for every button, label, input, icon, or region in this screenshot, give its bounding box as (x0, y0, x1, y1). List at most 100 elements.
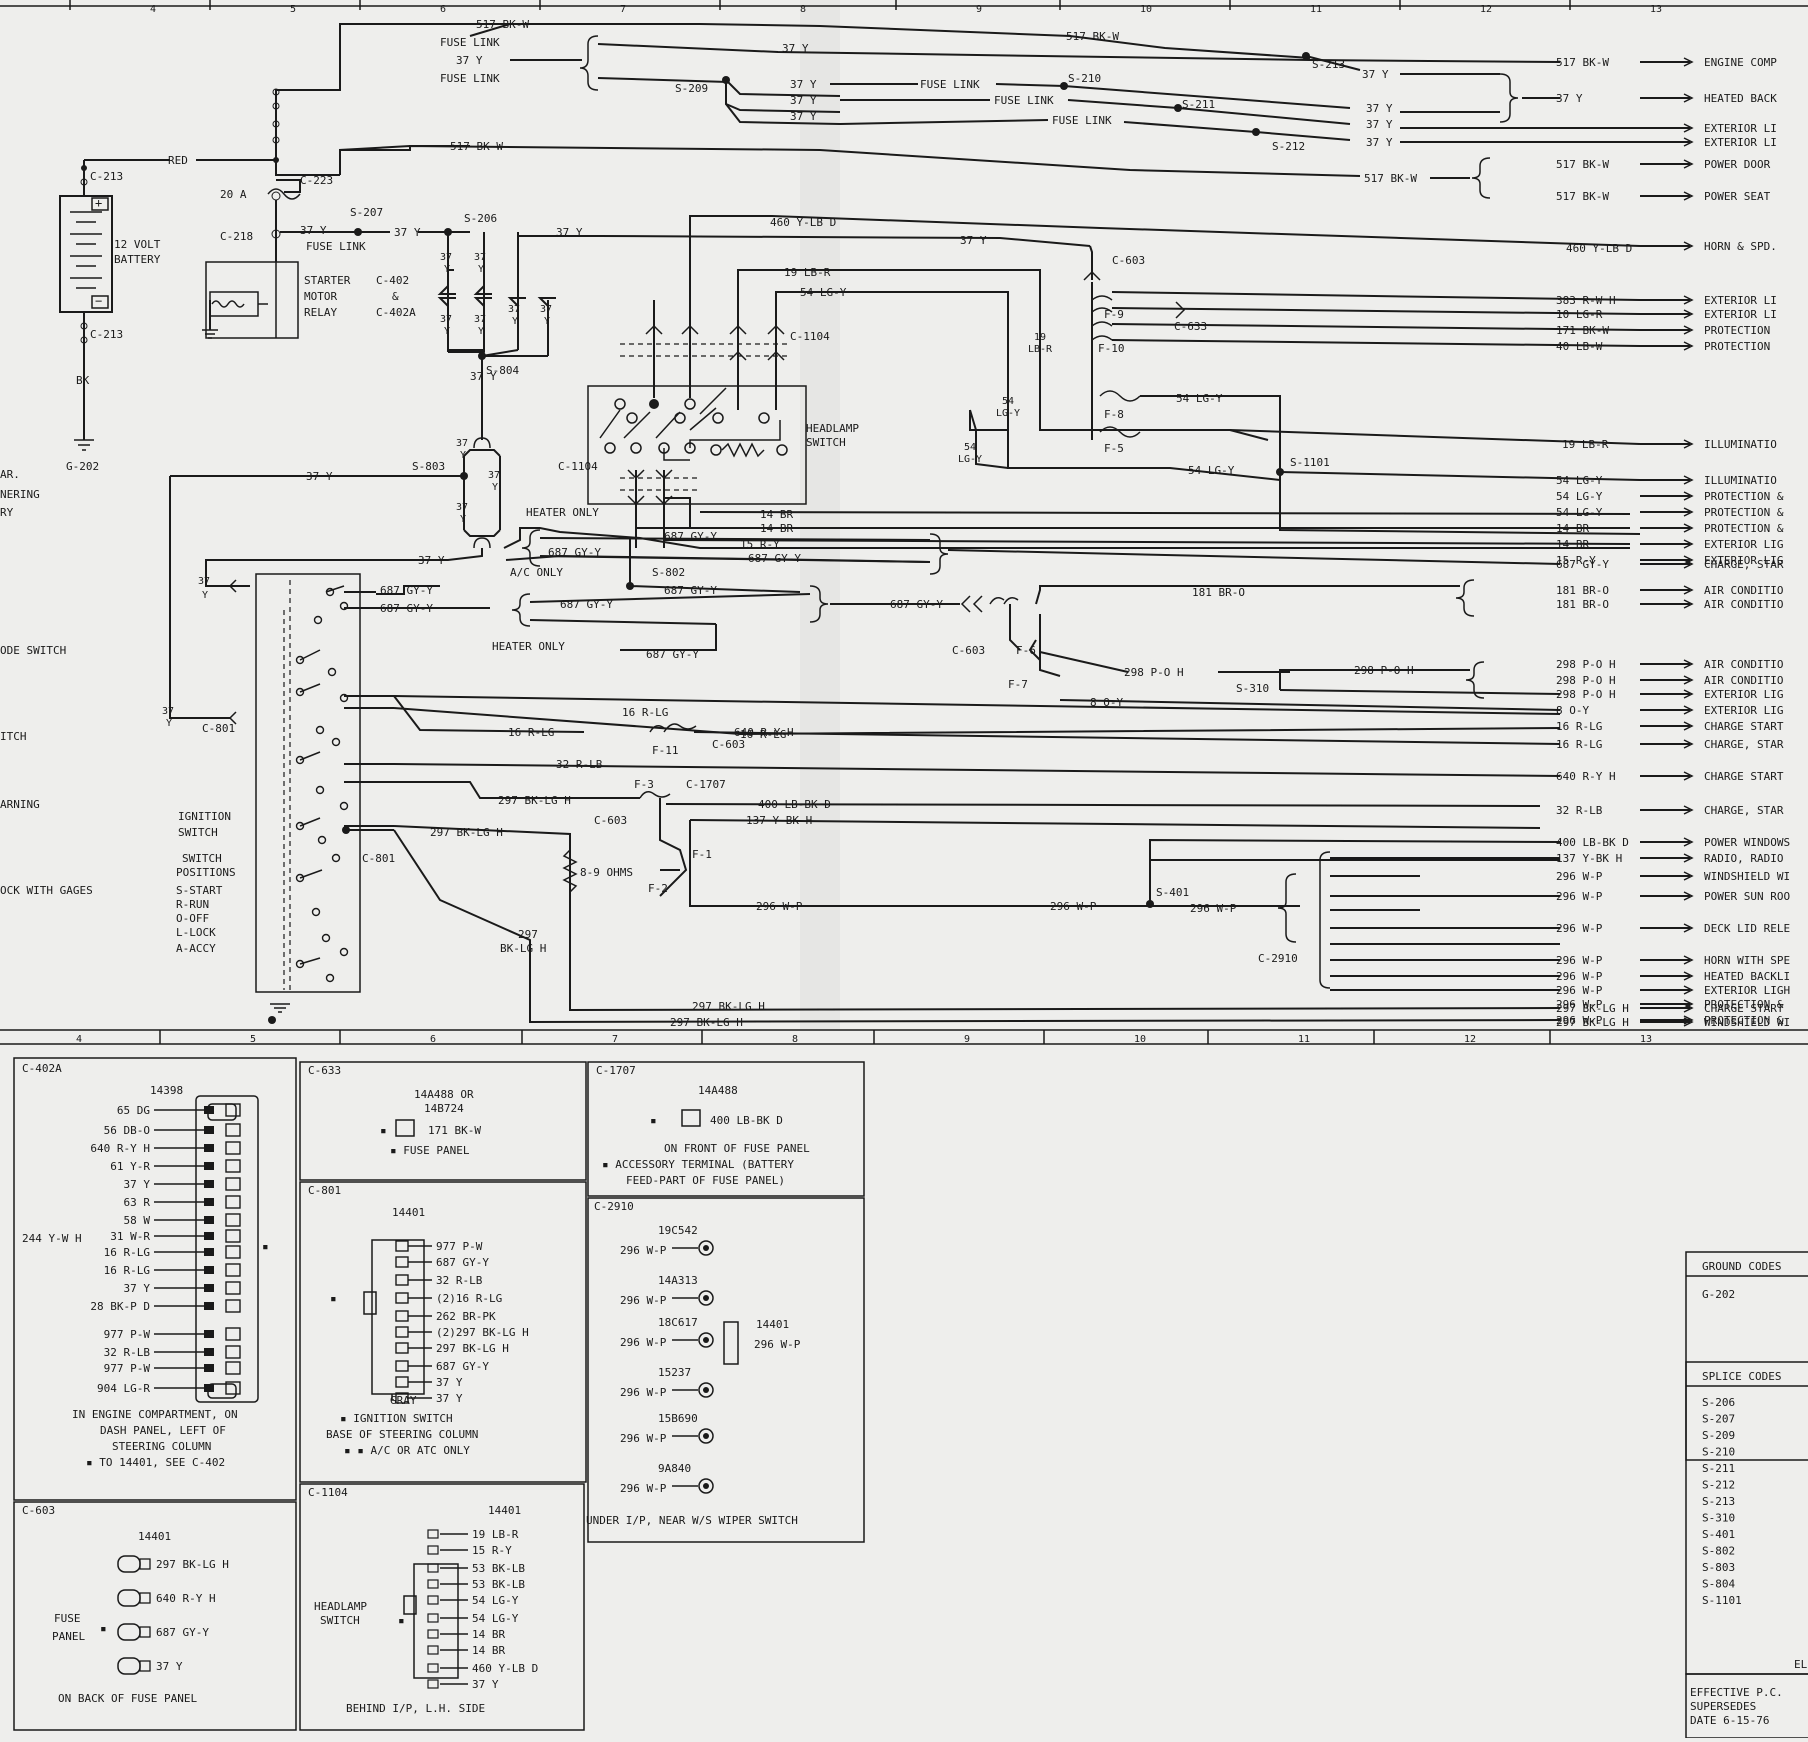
c402a-pin-8: 16 R-LG (104, 1246, 150, 1259)
c801-pin-cavity (395, 1274, 409, 1286)
c1707-note: ON FRONT OF FUSE PANEL ▪ ACCESSORY TERMI… (602, 1142, 810, 1187)
c1707-terminal (681, 1109, 701, 1127)
ignition-switch (228, 573, 394, 1024)
wires-687 (376, 527, 1630, 651)
svg-text:EFFECTIVE P.C.: EFFECTIVE P.C. (1690, 1686, 1783, 1699)
wire-19-end: 19 LB-R (1562, 438, 1609, 451)
svg-text:POSITIONS: POSITIONS (176, 866, 236, 879)
grid-number-bottom: 7 (612, 1034, 618, 1045)
c1104-title: C-1104 (308, 1486, 348, 1499)
destination-arrow (1683, 439, 1694, 449)
fuse-f2: F-2 (648, 882, 668, 895)
destination-arrow (1683, 475, 1694, 485)
connector-c603-f3: C-603 (594, 814, 627, 827)
c402a-pin-terminal (204, 1106, 214, 1114)
splice-code-8: S-401 (1702, 1528, 1735, 1541)
wire-37-r2: 37 Y (1366, 102, 1393, 115)
svg-text:HEADLAMP: HEADLAMP (314, 1600, 367, 1613)
wire-37-s804: 37 Y (470, 370, 497, 383)
wire-37-ign: 37 Y (418, 554, 445, 567)
fuse-f1: F-1 (692, 848, 712, 861)
c2910-terminal-center (703, 1295, 709, 1301)
c603-fuse-cluster: 54 LG-Y (1083, 262, 1641, 535)
svg-text:37: 37 (456, 502, 468, 513)
destination-arrow (1683, 191, 1694, 201)
switch-contact (311, 907, 321, 917)
svg-text:Y: Y (444, 326, 450, 337)
fuse-f10: F-10 (1098, 342, 1125, 355)
fuse-link-1: FUSE LINK (440, 36, 500, 49)
splice-code-9: S-802 (1702, 1545, 1735, 1558)
c402a-pin-5: 63 R (124, 1196, 151, 1209)
c402a-pin-terminal (204, 1216, 214, 1224)
destination-6: HORN & SPD. (1704, 240, 1777, 253)
c1707-part: 14A488 (698, 1084, 738, 1097)
c603-pin-2: 687 GY-Y (156, 1626, 209, 1639)
c402a-pin-4: 37 Y (124, 1178, 151, 1191)
destination-wire-label: 14 BR (1556, 538, 1589, 551)
destination-arrow (1683, 805, 1694, 815)
c603-fuse-panel-label: FUSE PANEL (52, 1612, 85, 1643)
switch-contact (331, 853, 341, 863)
wire-297-bot-2: 297 BK-LG H (670, 1016, 743, 1029)
c2910-part-5: 9A840 (658, 1462, 691, 1475)
destination-7: EXTERIOR LI (1704, 294, 1777, 307)
destination-arrow (1683, 771, 1694, 781)
splice-s401: S-401 (1156, 886, 1189, 899)
destination-arrow (1683, 585, 1694, 595)
c402a-connector-body (195, 1095, 259, 1403)
destination-arrow (1683, 159, 1694, 169)
destination-13: PROTECTION & (1704, 490, 1784, 503)
c402a-pin-9: 16 R-LG (104, 1264, 150, 1277)
c402a-pin-0: 65 DG (117, 1104, 150, 1117)
destination-25: CHARGE START (1704, 720, 1784, 733)
destination-11: ILLUMINATIO (1704, 438, 1777, 451)
svg-text:OCK WITH GAGES: OCK WITH GAGES (0, 884, 93, 897)
c402a-pin-cavity (225, 1159, 241, 1173)
splice-code-0: S-206 (1702, 1396, 1735, 1409)
c801-part: 14401 (392, 1206, 425, 1219)
svg-text:12 VOLT: 12 VOLT (114, 238, 161, 251)
c801-pin-7: 687 GY-Y (436, 1360, 489, 1373)
svg-text:DASH PANEL, LEFT OF: DASH PANEL, LEFT OF (100, 1424, 226, 1437)
destination-wire-label: 8 O-Y (1556, 704, 1589, 717)
svg-text:37: 37 (198, 576, 210, 587)
ground-code: G-202 (66, 460, 99, 473)
c402a-title: C-402A (22, 1062, 62, 1075)
fuse-20a: 20 A (220, 188, 247, 201)
destination-arrow (1683, 93, 1694, 103)
svg-text:37: 37 (488, 470, 500, 481)
c402a-pin-cavity (225, 1245, 241, 1259)
connector-c603-f11: C-603 (712, 738, 745, 751)
c402a-pin-cavity (225, 1263, 241, 1277)
destination-18: CHARGE, STAR (1704, 558, 1784, 571)
switch-contact (339, 601, 349, 611)
c2910-wire-1: 296 W-P (620, 1294, 667, 1307)
svg-text:32 R-LB: 32 R-LB (556, 758, 603, 771)
destination-arrow (1683, 675, 1694, 685)
destination-arrow (1683, 955, 1694, 965)
splice-s209: S-209 (675, 82, 708, 95)
wire-460-and-37: 460 Y-LB D 37 Y 460 Y-LB D (599, 215, 1641, 304)
svg-text:BASE OF STEERING COLUMN: BASE OF STEERING COLUMN (326, 1428, 478, 1441)
svg-text:Y: Y (478, 326, 484, 337)
svg-text:19 LB-R: 19 LB-R (784, 266, 831, 279)
destination-28: CHARGE, STAR (1704, 804, 1784, 817)
c402a-note: IN ENGINE COMPARTMENT, ON DASH PANEL, LE… (72, 1408, 238, 1469)
wire-687-b: 687 GY-Y (548, 546, 601, 559)
c1104-pin-cavity (427, 1613, 439, 1623)
wire-687-f: 687 GY-Y (380, 602, 433, 615)
c801-pin-cavity (395, 1360, 409, 1372)
c1104-pin-7: 14 BR (472, 1644, 505, 1657)
splice-code-2: S-209 (1702, 1429, 1735, 1442)
grid-number-bottom: 4 (76, 1034, 82, 1045)
destination-wire-label: 15 R-Y (1556, 554, 1596, 567)
destination-arrow (1683, 871, 1694, 881)
ignition-output-wires: 16 R-LG 16 R-LG 16 R-LG 640 R-Y H 32 R-L… (393, 695, 1561, 1024)
svg-text:460 Y-LB D: 460 Y-LB D (770, 216, 836, 229)
c801-pin-1: 687 GY-Y (436, 1256, 489, 1269)
splice-s1101: S-1101 (1290, 456, 1330, 469)
grid-number-top: 9 (976, 4, 982, 15)
